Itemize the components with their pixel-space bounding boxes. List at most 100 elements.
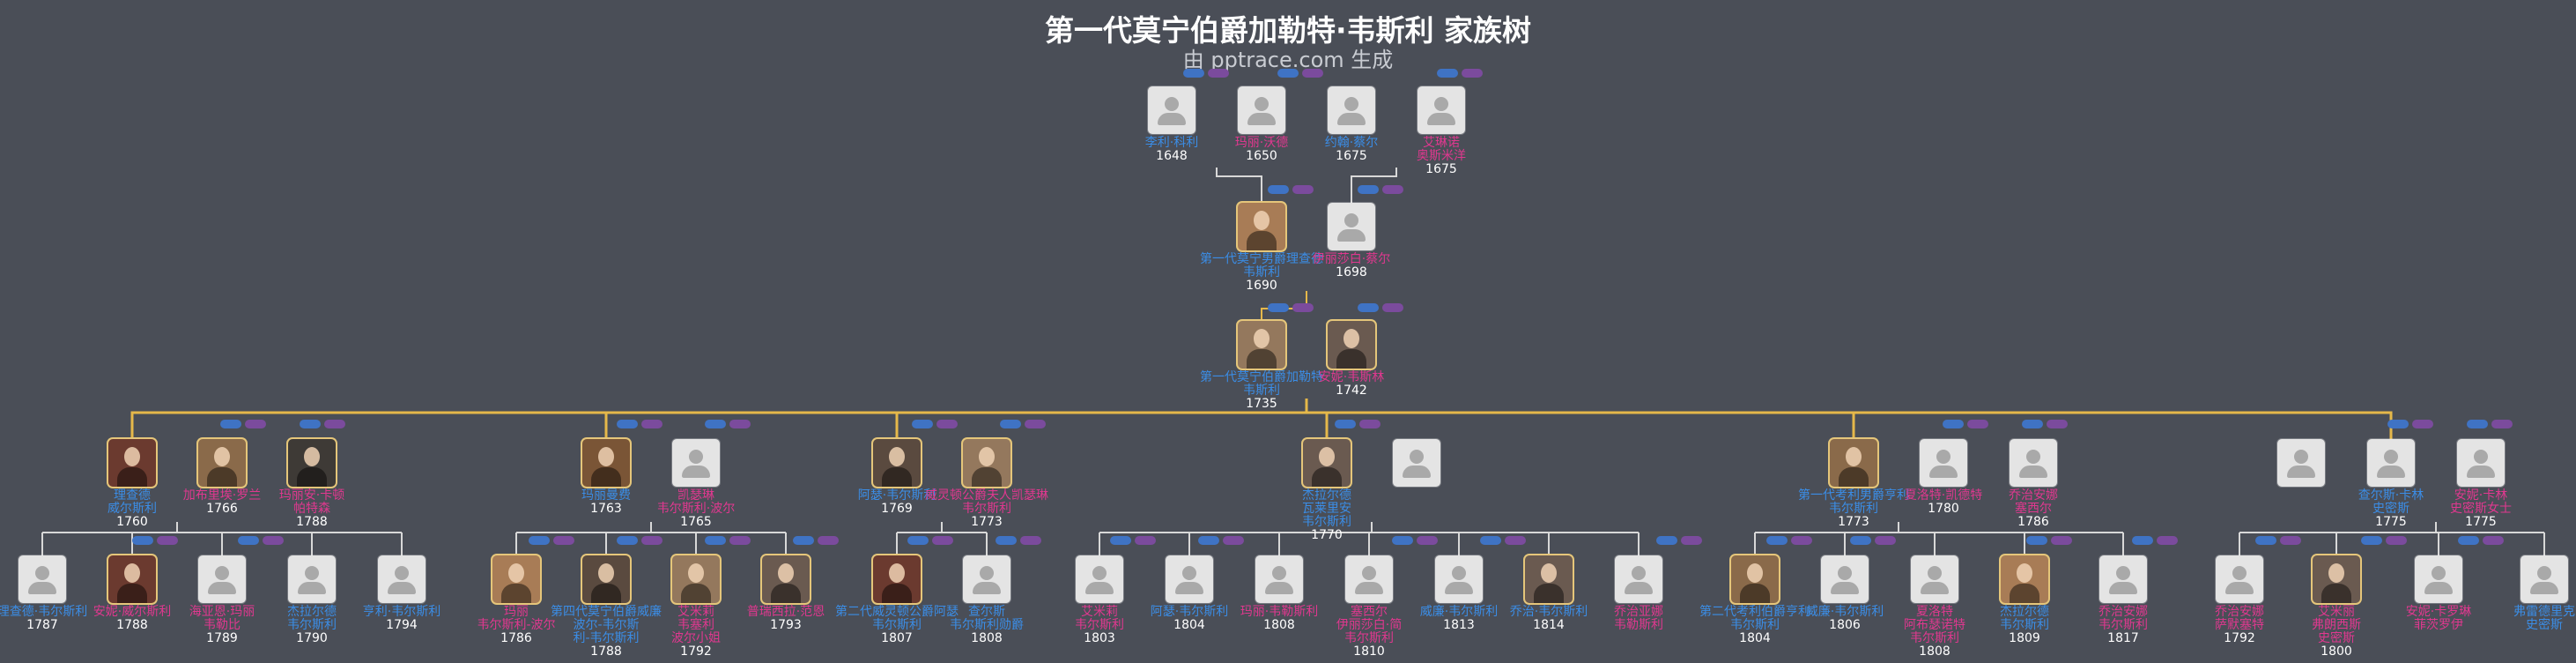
portrait-icon[interactable] (582, 555, 630, 603)
silhouette-icon[interactable] (1076, 555, 1123, 603)
collapse-icon[interactable] (263, 536, 284, 545)
expand-icon[interactable] (1268, 185, 1289, 194)
collapse-icon[interactable] (1417, 536, 1438, 545)
collapse-icon[interactable] (1382, 185, 1403, 194)
expand-icon[interactable] (300, 420, 321, 428)
silhouette-icon[interactable] (1615, 555, 1662, 603)
portrait-icon[interactable] (108, 555, 156, 603)
silhouette-icon[interactable] (1166, 555, 1213, 603)
expand-icon[interactable] (1943, 420, 1964, 428)
expand-icon[interactable] (238, 536, 259, 545)
expand-icon[interactable] (1766, 536, 1788, 545)
expand-icon[interactable] (2467, 420, 2488, 428)
collapse-icon[interactable] (1382, 303, 1403, 312)
portrait-icon[interactable] (873, 555, 921, 603)
expand-icon[interactable] (2361, 536, 2382, 545)
expand-icon[interactable] (132, 536, 153, 545)
silhouette-icon[interactable] (2277, 439, 2325, 487)
collapse-icon[interactable] (2047, 420, 2068, 428)
silhouette-icon[interactable] (2520, 555, 2568, 603)
collapse-icon[interactable] (245, 420, 266, 428)
portrait-icon[interactable] (1328, 321, 1375, 369)
silhouette-icon[interactable] (1238, 86, 1285, 134)
collapse-icon[interactable] (1025, 420, 1046, 428)
portrait-icon[interactable] (2313, 555, 2360, 603)
collapse-icon[interactable] (1505, 536, 1526, 545)
portrait-icon[interactable] (963, 439, 1010, 487)
expand-icon[interactable] (2132, 536, 2153, 545)
collapse-icon[interactable] (1875, 536, 1896, 545)
expand-icon[interactable] (220, 420, 241, 428)
expand-icon[interactable] (1183, 69, 1204, 78)
portrait-icon[interactable] (2001, 555, 2048, 603)
silhouette-icon[interactable] (2457, 439, 2505, 487)
expand-icon[interactable] (2255, 536, 2276, 545)
expand-icon[interactable] (617, 536, 638, 545)
collapse-icon[interactable] (641, 420, 663, 428)
collapse-icon[interactable] (553, 536, 574, 545)
collapse-icon[interactable] (818, 536, 839, 545)
portrait-icon[interactable] (288, 439, 336, 487)
collapse-icon[interactable] (1020, 536, 1041, 545)
collapse-icon[interactable] (157, 536, 178, 545)
expand-icon[interactable] (1358, 303, 1379, 312)
silhouette-icon[interactable] (378, 555, 426, 603)
collapse-icon[interactable] (2483, 536, 2504, 545)
silhouette-icon[interactable] (1911, 555, 1958, 603)
expand-icon[interactable] (1268, 303, 1289, 312)
expand-icon[interactable] (2458, 536, 2479, 545)
collapse-icon[interactable] (1681, 536, 1702, 545)
portrait-icon[interactable] (1830, 439, 1877, 487)
expand-icon[interactable] (1277, 69, 1299, 78)
collapse-icon[interactable] (1223, 536, 1244, 545)
silhouette-icon[interactable] (1418, 86, 1465, 134)
expand-icon[interactable] (705, 536, 726, 545)
expand-icon[interactable] (912, 420, 933, 428)
collapse-icon[interactable] (2157, 536, 2178, 545)
collapse-icon[interactable] (1302, 69, 1323, 78)
silhouette-icon[interactable] (198, 555, 246, 603)
expand-icon[interactable] (1000, 420, 1021, 428)
expand-icon[interactable] (1198, 536, 1219, 545)
collapse-icon[interactable] (2491, 420, 2513, 428)
collapse-icon[interactable] (1208, 69, 1229, 78)
silhouette-icon[interactable] (672, 439, 720, 487)
expand-icon[interactable] (1850, 536, 1871, 545)
silhouette-icon[interactable] (2099, 555, 2147, 603)
silhouette-icon[interactable] (1920, 439, 1967, 487)
collapse-icon[interactable] (1791, 536, 1812, 545)
silhouette-icon[interactable] (288, 555, 336, 603)
portrait-icon[interactable] (762, 555, 810, 603)
collapse-icon[interactable] (2412, 420, 2433, 428)
portrait-icon[interactable] (873, 439, 921, 487)
expand-icon[interactable] (1480, 536, 1501, 545)
expand-icon[interactable] (1358, 185, 1379, 194)
silhouette-icon[interactable] (1255, 555, 1303, 603)
portrait-icon[interactable] (1238, 203, 1285, 250)
expand-icon[interactable] (1110, 536, 1131, 545)
collapse-icon[interactable] (729, 420, 751, 428)
expand-icon[interactable] (1335, 420, 1356, 428)
expand-icon[interactable] (1437, 69, 1458, 78)
expand-icon[interactable] (907, 536, 929, 545)
collapse-icon[interactable] (1462, 69, 1483, 78)
portrait-icon[interactable] (1303, 439, 1351, 487)
collapse-icon[interactable] (1359, 420, 1381, 428)
collapse-icon[interactable] (1292, 303, 1314, 312)
collapse-icon[interactable] (932, 536, 953, 545)
collapse-icon[interactable] (1967, 420, 1988, 428)
collapse-icon[interactable] (729, 536, 751, 545)
expand-icon[interactable] (2022, 420, 2043, 428)
portrait-icon[interactable] (492, 555, 540, 603)
portrait-icon[interactable] (1731, 555, 1779, 603)
collapse-icon[interactable] (324, 420, 345, 428)
portrait-icon[interactable] (198, 439, 246, 487)
portrait-icon[interactable] (108, 439, 156, 487)
collapse-icon[interactable] (1135, 536, 1156, 545)
expand-icon[interactable] (2026, 536, 2047, 545)
silhouette-icon[interactable] (1821, 555, 1869, 603)
collapse-icon[interactable] (936, 420, 958, 428)
silhouette-icon[interactable] (1148, 86, 1195, 134)
portrait-icon[interactable] (1525, 555, 1573, 603)
portrait-icon[interactable] (672, 555, 720, 603)
